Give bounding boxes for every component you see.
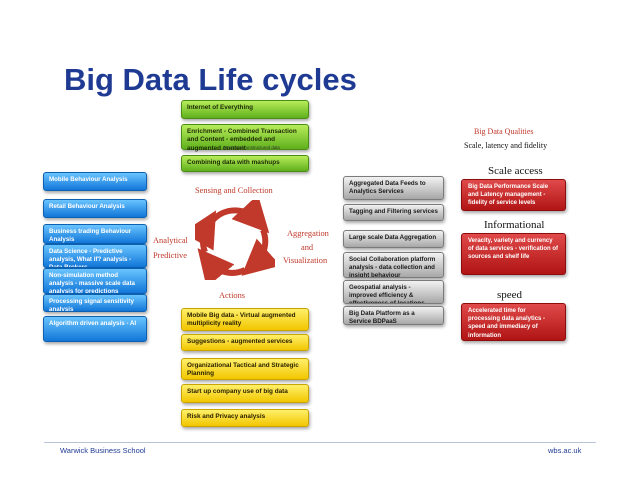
yellow-box-organizational: Organizational Tactical and Strategic Pl… (181, 358, 309, 380)
aggregation-label: Aggregation (287, 229, 329, 238)
blue-box-non-simulation: Non-simulation method analysis - massive… (43, 268, 147, 294)
red-box-performance-scale: Big Data Performance Scale and Latency m… (461, 179, 566, 211)
gray-box-aggregated-feeds: Aggregated Data Feeds to Analytics Servi… (343, 176, 444, 200)
red-box-veracity: Veracity, variety and currency of data s… (461, 233, 566, 275)
red-box-accelerated: Accelerated time for processing data ana… (461, 303, 566, 341)
yellow-box-risk-privacy: Risk and Privacy analysis (181, 409, 309, 427)
visualization-label: Visualization (283, 256, 328, 265)
cycle-arrows-icon (195, 200, 275, 280)
green-box-internet-of-everything: Internet of Everything (181, 100, 309, 119)
footer-school: Warwick Business School (60, 446, 146, 455)
predictive-label: Predictive (153, 251, 187, 260)
yellow-box-suggestions: Suggestions - augmented services (181, 334, 309, 351)
gray-box-geospatial: Geospatial analysis - improved efficienc… (343, 280, 444, 304)
page-title: Big Data Life cycles (64, 62, 357, 97)
footer-url[interactable]: wbs.ac.uk (548, 446, 582, 455)
blue-box-business-trading: Business trading Behaviour Analysis (43, 224, 147, 244)
yellow-box-startup: Start up company use of big data (181, 384, 309, 403)
informational-heading: Informational (484, 219, 545, 231)
gray-box-large-scale: Large scale Data Aggregation (343, 230, 444, 248)
gray-box-bdpaas: Big Data Platform as a Service BDPaaS (343, 306, 444, 325)
blue-box-processing-signal: Processing signal sensitivity analysis (43, 294, 147, 312)
qualities-title: Big Data Qualities (474, 127, 534, 136)
actions-label: Actions (219, 291, 246, 300)
gray-box-tagging: Tagging and Filtering services (343, 204, 444, 221)
footer-divider (44, 442, 596, 443)
blue-box-data-science: Data Science - Predictive analysis, What… (43, 244, 147, 268)
blue-box-retail-behaviour: Retail Behaviour Analysis (43, 199, 147, 218)
structured-note: Structured/ unstructured data (223, 145, 280, 150)
aggregation-and-label: and (301, 243, 314, 252)
qualities-subtitle: Scale, latency and fidelity (464, 141, 548, 150)
gray-box-social-collaboration: Social Collaboration platform analysis -… (343, 252, 444, 278)
yellow-box-mobile-big-data: Mobile Big data - Virtual augmented mult… (181, 308, 309, 331)
green-box-enrichment: Enrichment - Combined Transaction and Co… (181, 124, 309, 152)
blue-box-algorithm: Algorithm driven analysis - AI (43, 316, 147, 342)
green-box-enrichment-label: Enrichment - Combined Transaction and Co… (187, 128, 297, 152)
blue-box-mobile-behaviour: Mobile Behaviour Analysis (43, 172, 147, 191)
scale-access-heading: Scale access (488, 165, 543, 177)
green-box-mashups: Combining data with mashups (181, 155, 309, 172)
sensing-label: Sensing and Collection (195, 186, 273, 195)
speed-heading: speed (497, 289, 523, 301)
analytical-label: Analytical (153, 236, 188, 245)
